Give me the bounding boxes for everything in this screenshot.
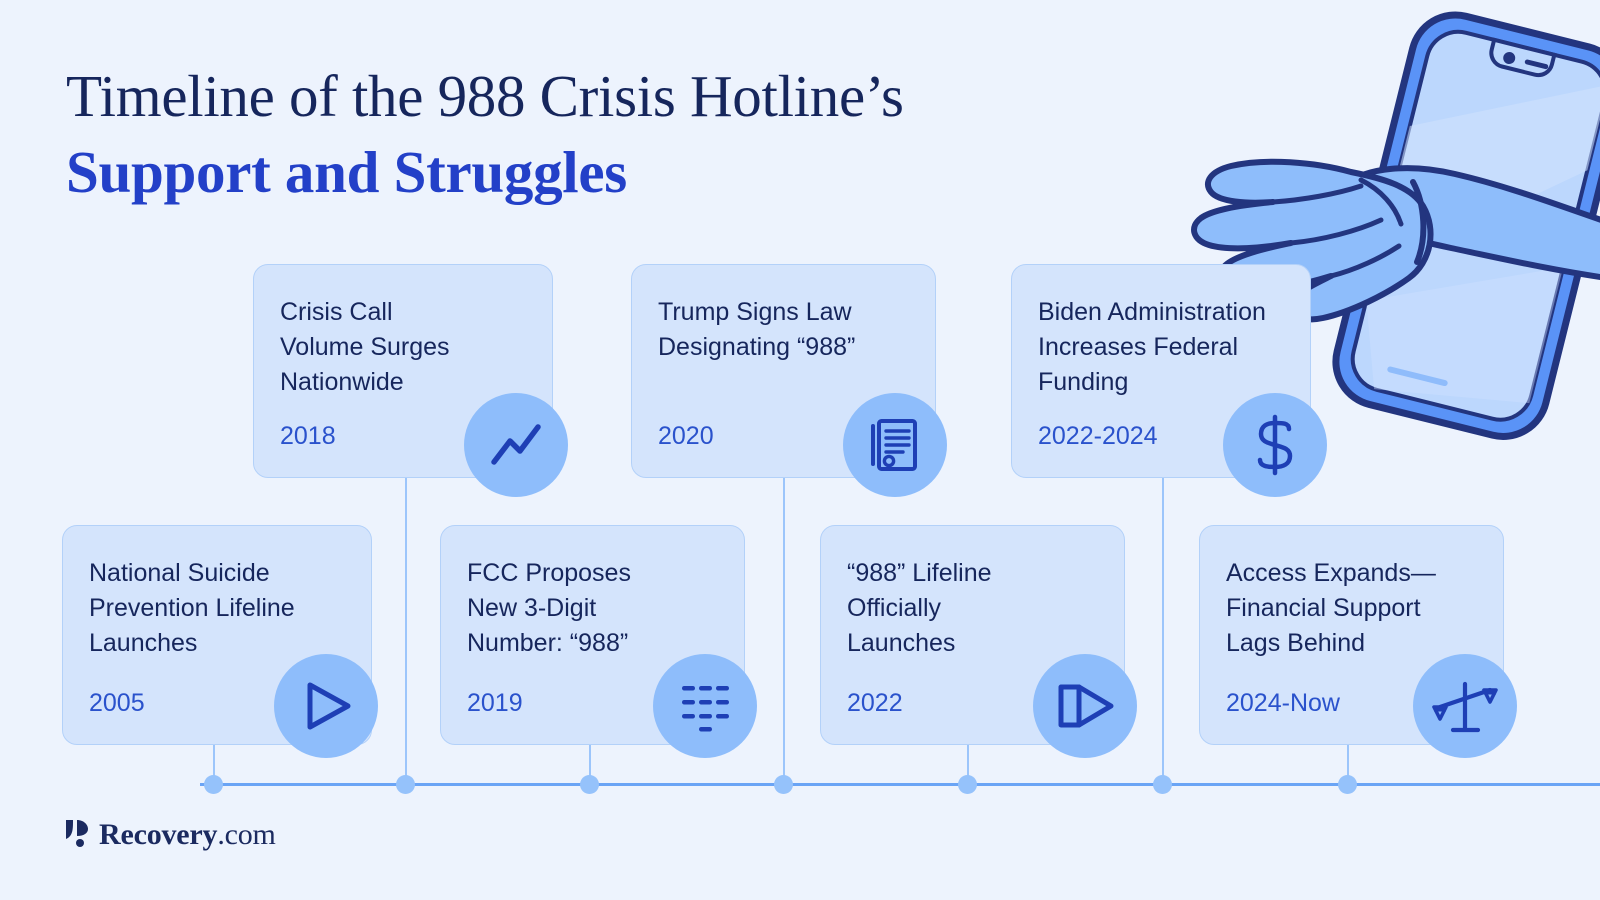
card-year: 2024-Now bbox=[1226, 689, 1340, 717]
card-title: “988” Lifeline Officially Launches bbox=[847, 559, 992, 657]
timeline-connector bbox=[967, 745, 969, 783]
timeline-connector bbox=[1162, 478, 1164, 783]
timeline-baseline bbox=[200, 783, 1600, 786]
play-triangle-icon bbox=[307, 682, 351, 730]
timeline-card-fcc-proposes-new-3-digit-number[interactable]: FCC Proposes New 3-Digit Number: “988” 2… bbox=[440, 525, 745, 745]
fast-forward-icon-badge bbox=[1033, 654, 1137, 758]
recovery-logo-text: Recovery.com bbox=[99, 818, 276, 852]
dollar-sign-icon-badge bbox=[1223, 393, 1327, 497]
timeline-dot bbox=[958, 775, 977, 794]
card-title: Crisis Call Volume Surges Nationwide bbox=[280, 298, 450, 396]
card-title: Access Expands— Financial Support Lags B… bbox=[1226, 559, 1436, 657]
trending-up-icon bbox=[491, 424, 541, 465]
timeline-dot bbox=[1153, 775, 1172, 794]
timeline-dot bbox=[1338, 775, 1357, 794]
card-year: 2005 bbox=[89, 689, 145, 717]
page-title: Timeline of the 988 Crisis Hotline’s Sup… bbox=[66, 58, 1126, 210]
play-triangle-icon-badge bbox=[274, 654, 378, 758]
card-year: 2022-2024 bbox=[1038, 422, 1158, 450]
scales-icon bbox=[1432, 681, 1498, 733]
timeline-connector bbox=[405, 478, 407, 783]
scales-icon-badge bbox=[1413, 654, 1517, 758]
card-title: National Suicide Prevention Lifeline Lau… bbox=[89, 559, 295, 657]
recovery-logo-tld: .com bbox=[217, 818, 276, 851]
timeline-dot bbox=[204, 775, 223, 794]
card-year: 2020 bbox=[658, 422, 714, 450]
card-title: Biden Administration Increases Federal F… bbox=[1038, 298, 1266, 396]
dialpad-icon-badge bbox=[653, 654, 757, 758]
recovery-logo[interactable]: Recovery.com bbox=[64, 818, 276, 852]
timeline-dot bbox=[774, 775, 793, 794]
timeline-connector bbox=[213, 745, 215, 783]
card-year: 2018 bbox=[280, 422, 336, 450]
card-year: 2022 bbox=[847, 689, 903, 717]
timeline-dot bbox=[580, 775, 599, 794]
timeline-dot bbox=[396, 775, 415, 794]
card-year: 2019 bbox=[467, 689, 523, 717]
recovery-logo-name: Recovery bbox=[99, 818, 218, 851]
fast-forward-icon bbox=[1058, 684, 1114, 728]
document-seal-icon bbox=[871, 419, 917, 471]
card-title: FCC Proposes New 3-Digit Number: “988” bbox=[467, 559, 631, 657]
timeline-card-access-expands-financial-support-lags-behind[interactable]: Access Expands— Financial Support Lags B… bbox=[1199, 525, 1504, 745]
trending-up-icon-badge bbox=[464, 393, 568, 497]
title-line-primary: Timeline of the 988 Crisis Hotline’s bbox=[66, 63, 904, 129]
document-seal-icon-badge bbox=[843, 393, 947, 497]
timeline-connector bbox=[589, 745, 591, 783]
timeline-connector bbox=[1347, 745, 1349, 783]
card-title: Trump Signs Law Designating “988” bbox=[658, 298, 856, 361]
recovery-leaf-mark-icon bbox=[64, 818, 90, 852]
dollar-sign-icon bbox=[1257, 414, 1293, 476]
dialpad-icon bbox=[682, 686, 729, 732]
title-line-accent: Support and Struggles bbox=[66, 139, 627, 205]
timeline-connector bbox=[783, 478, 785, 783]
